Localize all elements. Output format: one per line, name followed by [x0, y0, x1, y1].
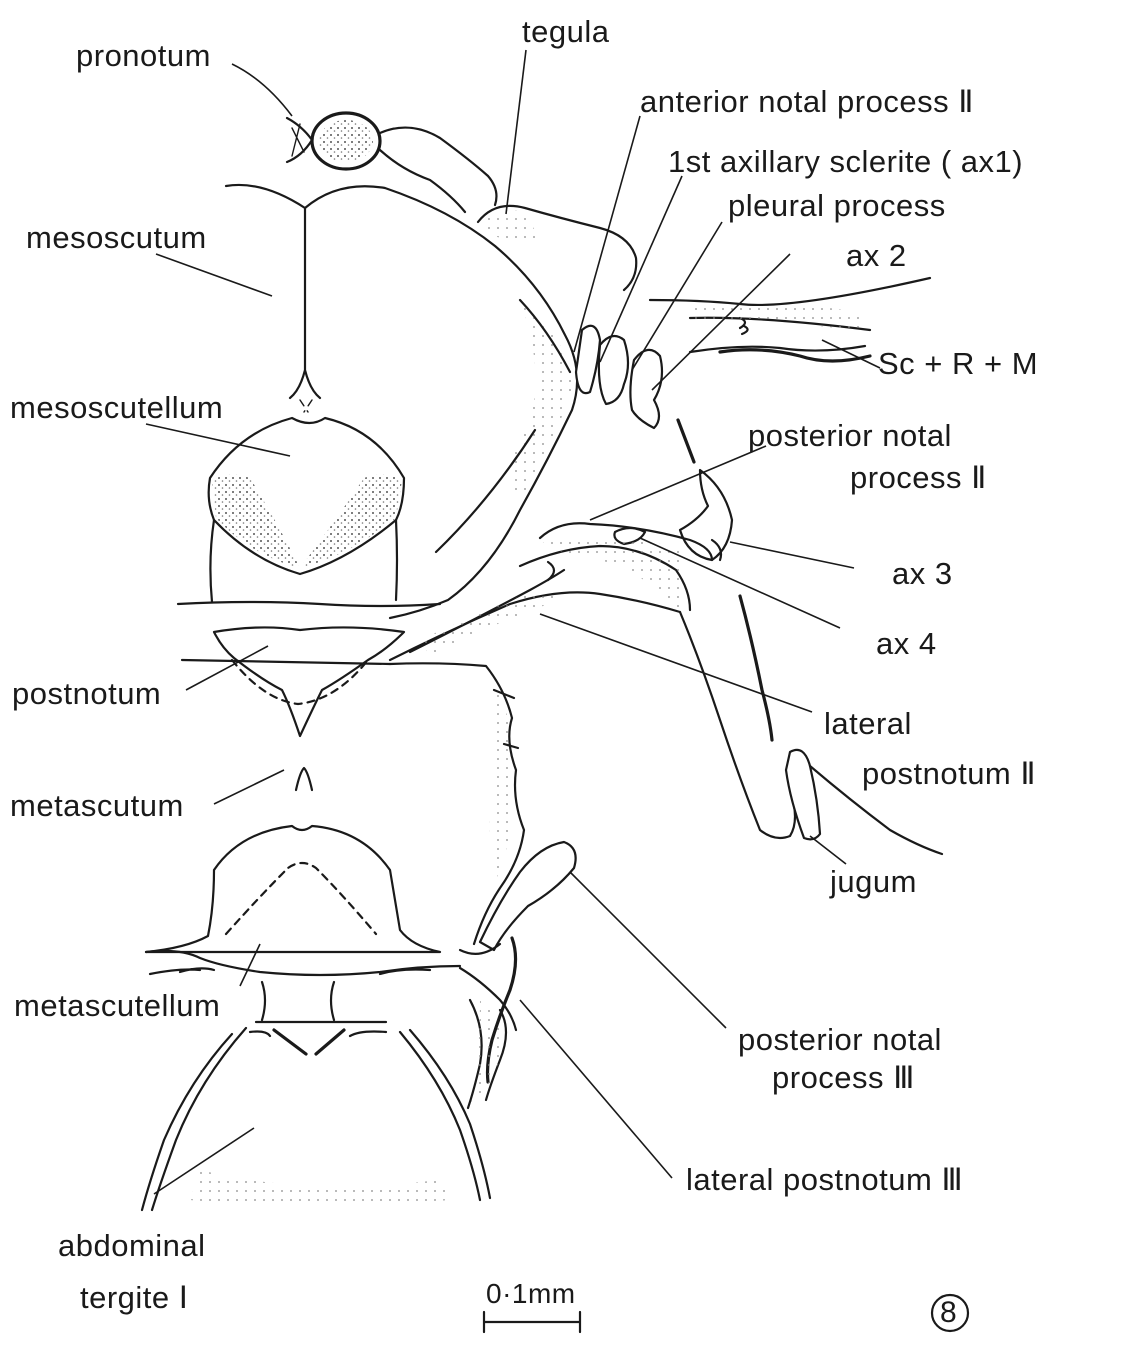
leader-lateral-postnotum-2 [540, 614, 812, 712]
lateral-postnotum-2-structure [390, 570, 795, 838]
label-pronotum: pronotum [76, 40, 211, 71]
leader-metascutum [214, 770, 284, 804]
label-mesoscutellum: mesoscutellum [10, 392, 223, 423]
label-anterior-notal-process-2: anterior notal process Ⅱ [640, 86, 974, 117]
label-lateral-postnotum-2-line1: lateral [824, 708, 912, 739]
label-abdominal-tergite-line1: abdominal [58, 1230, 206, 1261]
leader-mesoscutum [156, 254, 272, 296]
leader-tegula [506, 50, 526, 214]
leader-anterior-notal [574, 116, 640, 352]
label-posterior-notal-process-2-line1: posterior notal [748, 420, 952, 451]
leader-sc-r-m [822, 340, 880, 368]
leader-pleural [632, 222, 722, 370]
metascutellum-structure [146, 826, 460, 975]
label-1st-axillary-sclerite: 1st axillary sclerite ( ax1) [668, 146, 1023, 177]
scale-bar [484, 1312, 580, 1332]
label-lateral-postnotum-2-line2: postnotum Ⅱ [862, 758, 1036, 789]
label-scale-bar: 0·1mm [486, 1280, 576, 1308]
label-metascutum: metascutum [10, 790, 184, 821]
tegula-structure [478, 206, 636, 290]
lateral-postnotum-3-structure [460, 938, 516, 1108]
leader-jugum [810, 836, 846, 864]
label-postnotum: postnotum [12, 678, 161, 709]
posterior-notal-region [520, 470, 732, 610]
label-metascutellum: metascutellum [14, 990, 220, 1021]
label-posterior-notal-process-3-line2: process Ⅲ [772, 1062, 915, 1093]
label-posterior-notal-process-3-line1: posterior notal [738, 1024, 942, 1055]
label-mesoscutum: mesoscutum [26, 222, 207, 253]
leader-lateral-postnotum-3 [520, 1000, 672, 1178]
label-lateral-postnotum-3: lateral postnotum Ⅲ [686, 1164, 963, 1195]
leader-ax1 [600, 176, 682, 362]
label-jugum: jugum [830, 866, 917, 897]
leader-ax3 [730, 542, 854, 568]
pronotum-structure [287, 113, 496, 212]
leader-posterior-notal-3 [570, 872, 726, 1028]
postnotum-structure [182, 627, 404, 736]
mesoscutellum-structure [178, 418, 440, 606]
label-posterior-notal-process-2-line2: process Ⅱ [850, 462, 987, 493]
label-sc-r-m: Sc + R + M [878, 348, 1038, 379]
label-ax4: ax 4 [876, 628, 937, 659]
label-abdominal-tergite-line2: tergite Ⅰ [80, 1282, 188, 1313]
label-figure-number: 8 [940, 1298, 957, 1328]
label-ax3: ax 3 [892, 558, 953, 589]
label-tegula: tegula [522, 16, 609, 47]
leader-pronotum [232, 64, 292, 116]
label-ax2: ax 2 [846, 240, 907, 271]
leader-posterior-notal-2 [590, 446, 766, 520]
label-pleural-process: pleural process [728, 190, 946, 221]
